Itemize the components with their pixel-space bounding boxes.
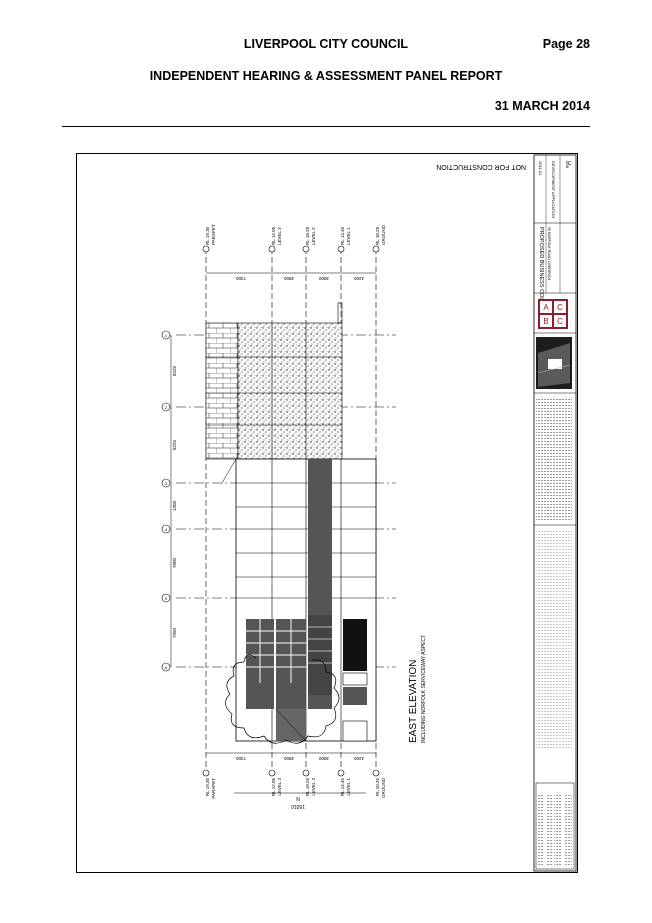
level-label-2: RL 18.25 — [305, 226, 310, 245]
title-block — [533, 154, 577, 872]
job-number: 2011-01 — [538, 161, 543, 176]
logo-letter: C — [557, 303, 563, 312]
drawing-number: A08 — [565, 161, 570, 169]
report-date: 31 MARCH 2014 — [494, 99, 590, 113]
grid-bubble: 2 — [165, 405, 168, 410]
grid-dim: 8225 — [172, 365, 177, 376]
height-dim: 3800 — [283, 756, 294, 761]
logo-letter: B — [543, 317, 548, 326]
level-name-3: LEVEL 3 — [277, 227, 282, 245]
lower-glazing — [246, 615, 368, 742]
level-name-1-b: LEVEL 1 — [346, 778, 351, 796]
north-label: N — [296, 795, 300, 801]
not-for-construction: NOT FOR CONSTRUCTION — [436, 163, 526, 170]
grid-dim: 1300 — [172, 500, 177, 511]
level-name-ground: GROUND — [381, 224, 386, 245]
project-name: PROPOSED BUSINESS COLLEGE — [538, 227, 544, 315]
drawing-notes — [536, 397, 572, 749]
project-address: 98 NORFOLK ROAD LIVERPOOL — [547, 227, 551, 281]
grid-bubble: 3 — [165, 481, 168, 486]
revision-label: C — [568, 161, 572, 167]
level-label-3-b: RL 12.05 — [271, 778, 276, 797]
logo-letter: C — [557, 317, 563, 326]
grid-dim: 7800 — [172, 557, 177, 568]
elevation-title: EAST ELEVATION — [408, 660, 419, 743]
level-label-1: RL 14.45 — [340, 226, 345, 245]
level-label-2-b: RL 18.25 — [305, 778, 310, 797]
grid-bubble: 4 — [165, 527, 168, 532]
height-dim: 7300 — [235, 276, 246, 281]
height-dim: 7300 — [235, 756, 246, 761]
height-dim: 4200 — [353, 276, 364, 281]
level-label-1-b: RL 14.45 — [340, 778, 345, 797]
level-label-ground-b: RL 10.25 — [375, 778, 380, 797]
level-name-ground-b: GROUND — [381, 777, 386, 798]
level-name-parapet-b: PARAPET — [211, 778, 216, 799]
grid-bubble: 6 — [165, 665, 168, 670]
council-name: LIVERPOOL CITY COUNCIL — [243, 37, 409, 51]
logo-letter: A — [543, 303, 549, 312]
stage-label: DEVELOPMENT APPLICATION — [551, 161, 556, 218]
height-dim: 4200 — [353, 756, 364, 761]
east-elevation-drawing: NOT FOR CONSTRUCTION 2011-01 DEVELOPMENT… — [76, 153, 578, 873]
architect-logo: A C B C — [538, 299, 568, 329]
location-plan — [536, 337, 572, 389]
level-label-parapet: RL 19.35 — [205, 226, 210, 245]
tree-outline — [225, 654, 340, 744]
header-rule — [62, 126, 590, 127]
page-number: Page 28 — [542, 37, 590, 51]
report-title: INDEPENDENT HEARING & ASSESSMENT PANEL R… — [149, 69, 503, 83]
height-dim: 3800 — [283, 276, 294, 281]
elevation-subtitle: INCLUDING NORFOLK SERVICEWAY ASPECT — [421, 635, 427, 743]
height-dim: 3800 — [318, 276, 329, 281]
level-label-ground: RL 10.25 — [375, 226, 380, 245]
brick-cladding — [205, 322, 239, 460]
level-name-1: LEVEL 1 — [346, 227, 351, 245]
height-dim: 3800 — [318, 756, 329, 761]
level-name-parapet: PARAPET — [211, 224, 216, 245]
render-panel — [237, 322, 343, 460]
grid-bubble: 1 — [165, 333, 168, 338]
level-name-2: LEVEL 2 — [311, 227, 316, 245]
revision-table — [535, 782, 575, 870]
level-name-3-b: LEVEL 3 — [277, 778, 282, 796]
overall-dim: 15010 — [291, 803, 305, 809]
level-name-2-b: LEVEL 2 — [311, 778, 316, 796]
grid-dim: 7950 — [172, 627, 177, 638]
grid-bubble: 5 — [165, 596, 168, 601]
grid-dim: 8225 — [172, 439, 177, 450]
level-label-parapet-b: RL 19.35 — [205, 778, 210, 797]
level-label-3: RL 12.05 — [271, 226, 276, 245]
